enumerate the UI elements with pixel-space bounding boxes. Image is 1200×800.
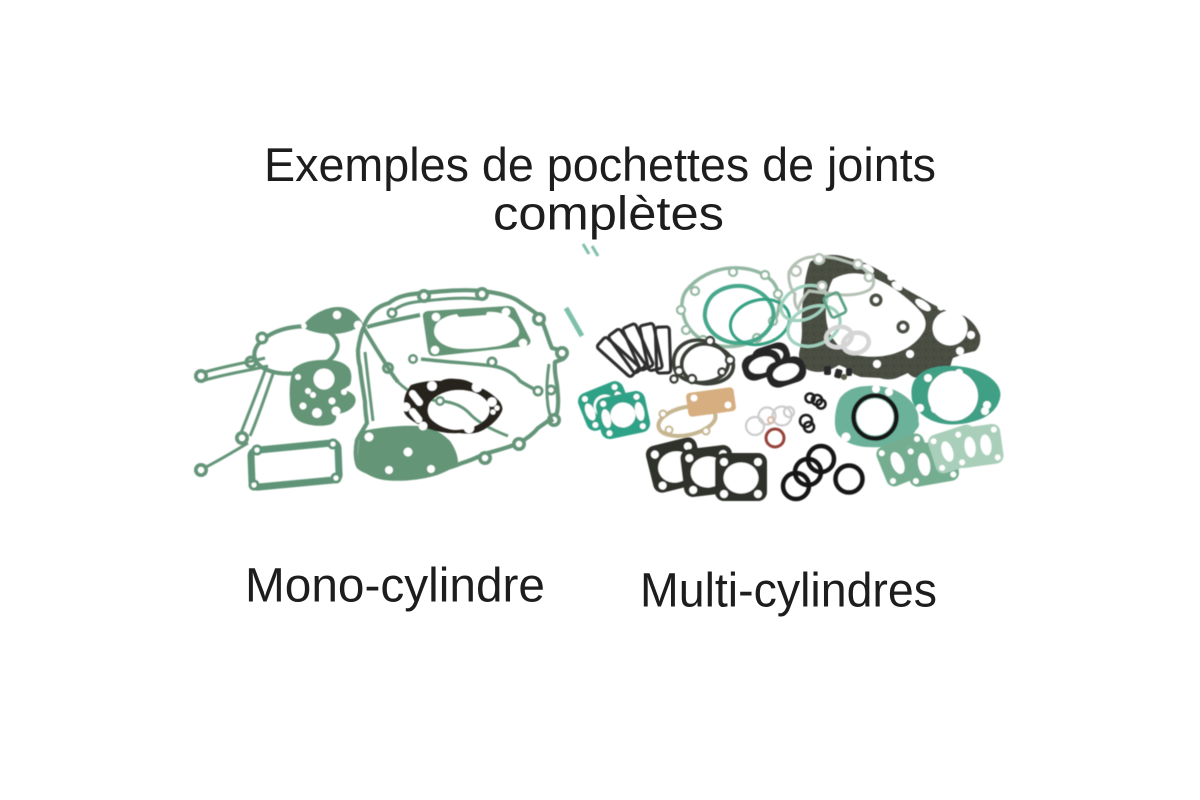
svg-text:Multi-cylindres: Multi-cylindres [640, 565, 937, 618]
svg-text:complètes: complètes [493, 187, 724, 240]
svg-text:Exemples de pochettes de joint: Exemples de pochettes de joints [264, 138, 936, 191]
svg-text:Mono-cylindre: Mono-cylindre [245, 560, 545, 613]
